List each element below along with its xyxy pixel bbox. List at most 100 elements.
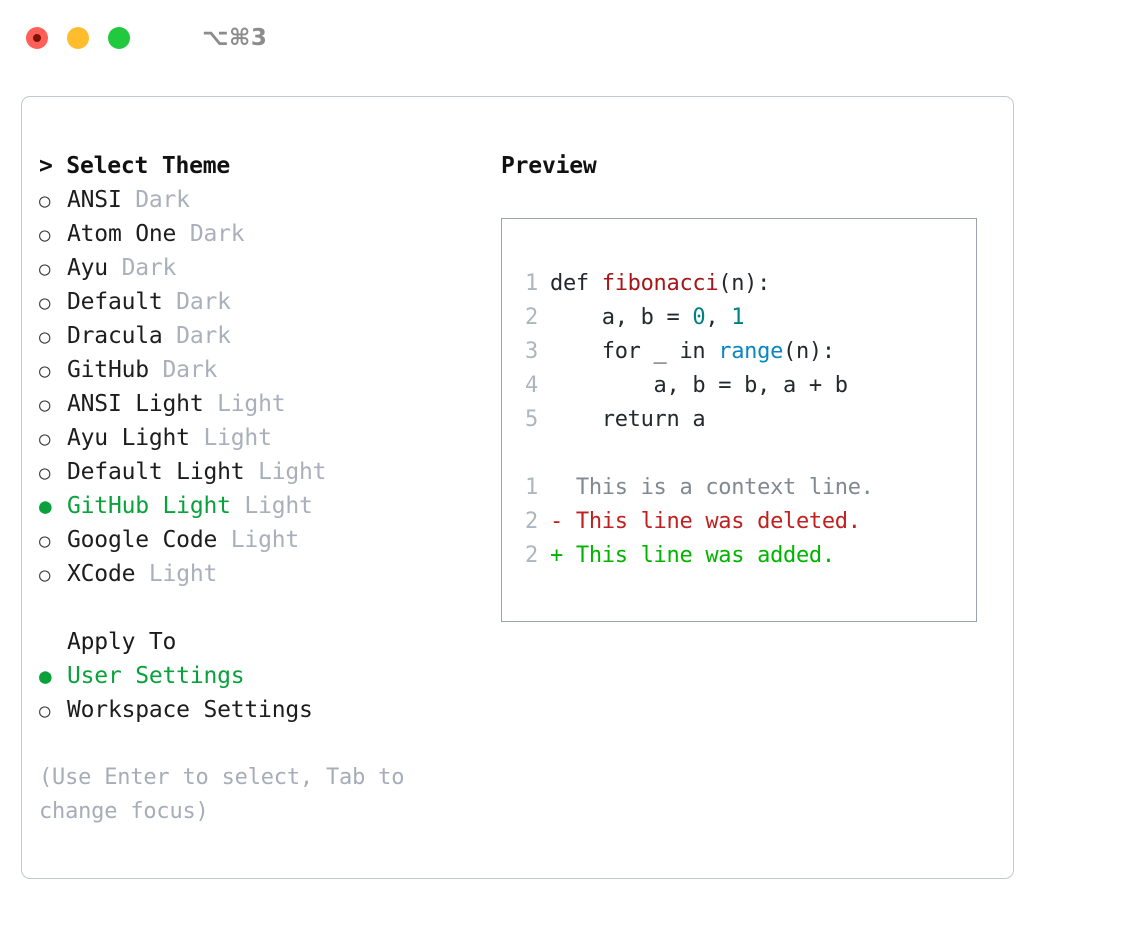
theme-option-ayu[interactable]: ○Ayu Dark bbox=[39, 251, 469, 285]
theme-option-tag: Light bbox=[217, 527, 300, 553]
theme-option-ansi[interactable]: ○ANSI Dark bbox=[39, 183, 469, 217]
prompt-caret: > bbox=[39, 153, 67, 179]
keyboard-hint-text: (Use Enter to select, Tab to change focu… bbox=[39, 765, 405, 824]
line-number: 1 bbox=[525, 475, 538, 500]
code-line: 5 return a bbox=[520, 403, 976, 437]
theme-list: ○ANSI Dark○Atom One Dark○Ayu Dark○Defaul… bbox=[39, 183, 469, 591]
theme-option-label: Dracula bbox=[67, 323, 163, 349]
theme-option-xcode[interactable]: ○ XCode Light bbox=[39, 557, 469, 591]
line-number: 1 bbox=[525, 271, 538, 296]
radio-unselected-icon: ○ bbox=[39, 394, 51, 416]
theme-option-ayu-light[interactable]: ○ Ayu Light Light bbox=[39, 421, 469, 455]
line-number: 5 bbox=[525, 407, 538, 432]
diff-text: This line was deleted. bbox=[575, 509, 861, 534]
line-number: 3 bbox=[525, 339, 538, 364]
theme-option-label: ANSI Light bbox=[67, 391, 204, 417]
theme-option-tag: Dark bbox=[162, 289, 231, 315]
theme-option-label: ANSI bbox=[67, 187, 122, 213]
radio-unselected-icon: ○ bbox=[39, 428, 51, 450]
keyboard-shortcut-label: ⌥⌘3 bbox=[202, 25, 268, 51]
radio-unselected-icon: ○ bbox=[39, 700, 51, 722]
window-controls bbox=[26, 27, 130, 49]
code-token: 0 bbox=[692, 305, 706, 330]
diff-marker: + bbox=[550, 543, 576, 568]
theme-option-github[interactable]: ○ GitHub Dark bbox=[39, 353, 469, 387]
maximize-button-icon[interactable] bbox=[108, 27, 130, 49]
theme-option-default[interactable]: ○ Default Dark bbox=[39, 285, 469, 319]
code-line: 2 a, b = 0, 1 bbox=[520, 301, 976, 335]
radio-unselected-icon: ○ bbox=[39, 326, 51, 348]
radio-unselected-icon: ○ bbox=[39, 462, 51, 484]
theme-option-tag: Light bbox=[244, 459, 327, 485]
apply-to-list: ●User Settings○Workspace Settings bbox=[39, 659, 469, 727]
code-text: def fibonacci(n): bbox=[550, 267, 770, 301]
theme-option-github-light[interactable]: ●GitHub Light Light bbox=[39, 489, 469, 523]
theme-option-atom-one[interactable]: ○Atom One Dark bbox=[39, 217, 469, 251]
code-token: , bbox=[705, 305, 732, 330]
theme-option-label: XCode bbox=[67, 561, 136, 587]
code-line: 4 a, b = b, a + b bbox=[520, 369, 976, 403]
code-token: def bbox=[550, 271, 602, 296]
theme-option-tag: Dark bbox=[162, 323, 231, 349]
select-theme-title: Select Theme bbox=[66, 153, 231, 179]
line-number: 4 bbox=[525, 373, 538, 398]
diff-marker: - bbox=[550, 509, 576, 534]
theme-option-label: Ayu Light bbox=[67, 425, 190, 451]
code-token: return a bbox=[550, 407, 706, 432]
radio-unselected-icon: ○ bbox=[39, 292, 51, 314]
theme-option-label: Default Light bbox=[67, 459, 245, 485]
code-token: a, b = b, a + b bbox=[550, 373, 849, 398]
theme-option-label: GitHub bbox=[67, 357, 149, 383]
select-theme-heading: > Select Theme bbox=[39, 149, 469, 183]
code-token: (n): bbox=[783, 339, 835, 364]
theme-option-google-code[interactable]: ○Google Code Light bbox=[39, 523, 469, 557]
radio-unselected-icon: ○ bbox=[39, 530, 51, 552]
code-token: for _ in bbox=[550, 339, 719, 364]
code-token: fibonacci bbox=[601, 271, 719, 296]
theme-option-tag: Light bbox=[135, 561, 218, 587]
theme-option-default-light[interactable]: ○ Default Light Light bbox=[39, 455, 469, 489]
code-line: 3 for _ in range(n): bbox=[520, 335, 976, 369]
code-text: a, b = b, a + b bbox=[550, 369, 849, 403]
theme-option-dracula[interactable]: ○ Dracula Dark bbox=[39, 319, 469, 353]
code-token: (n): bbox=[718, 271, 771, 296]
diff-text: This is a context line. bbox=[575, 475, 874, 500]
theme-option-tag: Light bbox=[189, 425, 272, 451]
theme-selector-column: > Select Theme ○ANSI Dark○Atom One Dark○… bbox=[39, 149, 469, 829]
theme-option-tag: Dark bbox=[107, 255, 177, 281]
radio-selected-icon: ● bbox=[39, 494, 52, 518]
diff-line: 2+ This line was added. bbox=[520, 539, 976, 573]
apply-to-heading: Apply To bbox=[67, 629, 177, 655]
radio-unselected-icon: ○ bbox=[39, 564, 51, 586]
close-button-icon[interactable] bbox=[26, 27, 48, 49]
theme-option-label: Ayu bbox=[67, 255, 108, 281]
diff-snippet: 1 This is a context line.2- This line wa… bbox=[520, 471, 976, 573]
diff-line: 1 This is a context line. bbox=[520, 471, 976, 505]
theme-option-tag: Light bbox=[203, 391, 286, 417]
line-number: 2 bbox=[525, 305, 538, 330]
theme-option-tag: Dark bbox=[176, 221, 245, 247]
code-line: 1 def fibonacci(n): bbox=[520, 267, 976, 301]
section-spacer bbox=[39, 591, 469, 625]
code-token: range bbox=[718, 339, 784, 364]
radio-unselected-icon: ○ bbox=[39, 190, 51, 212]
diff-line: 2- This line was deleted. bbox=[520, 505, 976, 539]
apply-option-workspace-settings[interactable]: ○Workspace Settings bbox=[39, 693, 469, 727]
minimize-button-icon[interactable] bbox=[67, 27, 89, 49]
theme-option-label: Atom One bbox=[67, 221, 177, 247]
radio-selected-icon: ● bbox=[39, 664, 52, 688]
apply-option-user-settings[interactable]: ●User Settings bbox=[39, 659, 469, 693]
code-text: for _ in range(n): bbox=[550, 335, 835, 369]
preview-heading: Preview bbox=[501, 153, 597, 179]
code-gap bbox=[520, 437, 976, 471]
theme-option-tag: Dark bbox=[148, 357, 218, 383]
radio-unselected-icon: ○ bbox=[39, 360, 51, 382]
line-number: 2 bbox=[525, 509, 538, 534]
theme-option-label: Default bbox=[67, 289, 163, 315]
theme-option-ansi-light[interactable]: ○ ANSI Light Light bbox=[39, 387, 469, 421]
main-panel: > Select Theme ○ANSI Dark○Atom One Dark○… bbox=[21, 96, 1014, 879]
